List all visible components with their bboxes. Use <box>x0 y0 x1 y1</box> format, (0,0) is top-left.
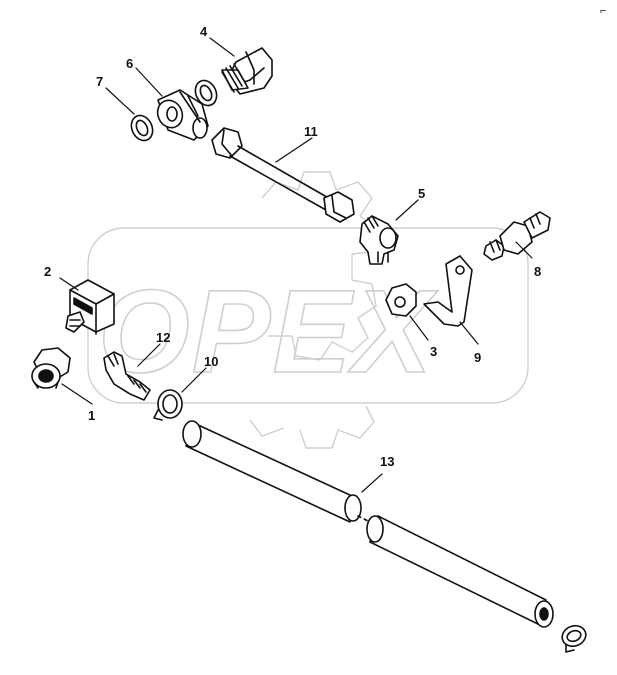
part-4-banjo-bolt <box>221 47 273 95</box>
callout-5: 5 <box>418 186 425 201</box>
callout-11: 11 <box>304 124 318 139</box>
watermark-text: OPEX <box>98 266 438 398</box>
callout-12: 12 <box>156 330 170 345</box>
part-6-washer <box>194 79 218 107</box>
callout-8: 8 <box>534 264 541 279</box>
part-12-hose-barb-elbow <box>103 351 151 401</box>
callout-2: 2 <box>44 264 51 279</box>
part-7-sealing-washer <box>130 114 154 142</box>
part-13-hose <box>182 420 554 628</box>
part-5-elbow-fitting <box>359 215 399 265</box>
callout-1: 1 <box>88 408 95 423</box>
callout-6: 6 <box>126 56 133 71</box>
callout-9: 9 <box>474 350 481 365</box>
callout-10: 10 <box>204 354 218 369</box>
part-9-clamp-bracket <box>423 255 473 327</box>
watermark-logo: OPEX <box>87 171 529 449</box>
part-1-adapter-fitting <box>31 347 71 389</box>
callout-13: 13 <box>380 454 394 469</box>
callout-7: 7 <box>96 74 103 89</box>
callout-3: 3 <box>430 344 437 359</box>
part-11-tube-assembly <box>211 127 355 223</box>
part-2-tee-block <box>65 279 115 335</box>
callout-4: 4 <box>200 24 208 39</box>
part-8-check-valve <box>483 211 551 261</box>
corner-mark: ⌐ <box>600 5 606 17</box>
part-6-banjo-fitting <box>156 89 209 141</box>
part-3-hex-nut <box>385 283 417 317</box>
callout-labels: 4 7 6 11 5 8 9 3 2 1 12 10 13 <box>44 24 541 469</box>
end-hose-clamp <box>561 624 587 653</box>
part-10-hose-clamp <box>153 389 183 421</box>
leader-lines <box>59 37 533 493</box>
